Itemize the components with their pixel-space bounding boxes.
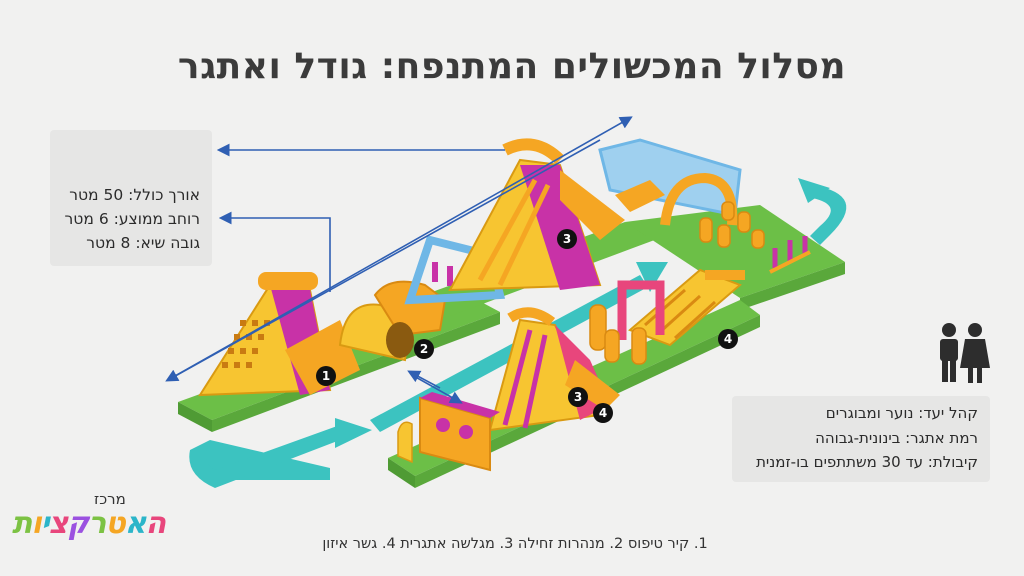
audience-text: קהל יעד: נוער ומבוגרים: [825, 404, 978, 422]
width-text: רוחב ממוצע: 6 מטר: [64, 210, 200, 228]
marker-3-middle-label: 3: [574, 390, 582, 404]
logo-letter: ר: [88, 506, 106, 541]
logo-letter: א: [124, 506, 147, 541]
people-icon: [940, 323, 990, 383]
logo-letter: ת: [12, 506, 32, 541]
marker-3-top: 3: [557, 229, 577, 249]
balance-bridge: [617, 268, 745, 347]
logo: האטרקציות: [12, 506, 167, 541]
marker-4-right: 4: [718, 329, 738, 349]
number-markers: 1 2 3 3 4 4: [316, 229, 738, 423]
pillars: [699, 201, 765, 249]
logo-subtitle: מרכז: [94, 490, 126, 508]
logo-letter: ט: [105, 506, 125, 541]
marker-4-middle: 4: [593, 403, 613, 423]
marker-4-middle-label: 4: [599, 406, 607, 420]
marker-4-right-label: 4: [724, 332, 732, 346]
marker-2-label: 2: [420, 342, 428, 356]
height-text: גובה שיא: 8 מטר: [86, 234, 200, 252]
dimensions-panel: אורך כולל: 50 מטר רוחב ממוצע: 6 מטר גובה…: [50, 130, 212, 266]
marker-2: 2: [414, 339, 434, 359]
flow-arrow-middle: [370, 275, 648, 432]
big-slide: [448, 138, 625, 292]
marker-3-top-label: 3: [563, 232, 571, 246]
logo-letter: י: [40, 506, 50, 541]
width-arrow: [218, 211, 331, 292]
marker-3-middle: 3: [568, 387, 588, 407]
flow-arrows: [189, 178, 847, 488]
logo-letter: צ: [48, 506, 69, 541]
legend: 1. קיר טיפוס 2. מנהרות זחילה 3. מגלשה את…: [322, 536, 708, 552]
logo-letter: ו: [31, 506, 42, 541]
balance-posts: [769, 236, 811, 274]
level-text: רמת אתגר: בינונית-גבוהה: [815, 429, 978, 447]
blue-wall: [598, 138, 742, 226]
capacity-text: קיבולת: עד 30 משתתפים בו-זמנית: [756, 453, 978, 471]
marker-1-label: 1: [322, 369, 330, 383]
page-title: מסלול המכשולים המתנפח: גודל ואתגר: [177, 46, 847, 87]
cylinders: [589, 304, 647, 365]
length-text: אורך כולל: 50 מטר: [69, 186, 200, 204]
info-panel: קהל יעד: נוער ומבוגרים רמת אתגר: בינונית…: [732, 396, 990, 482]
climbing-wall: [198, 272, 360, 397]
base-right: [625, 205, 845, 298]
logo-letter: ק: [67, 506, 89, 541]
flow-arrow-right: [810, 185, 847, 245]
dimension-arrows: [165, 116, 633, 404]
marker-1: 1: [316, 366, 336, 386]
logo-letter: ה: [145, 506, 167, 541]
hole-barrier: [397, 392, 500, 472]
